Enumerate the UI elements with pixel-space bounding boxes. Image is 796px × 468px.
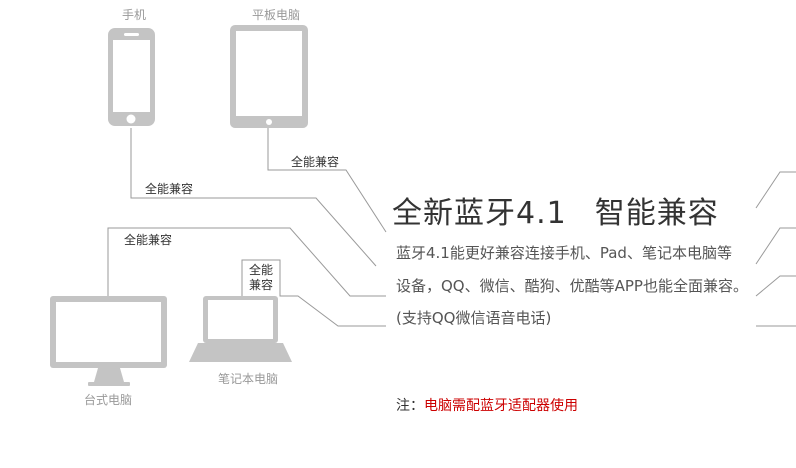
laptop-label: 笔记本电脑 <box>218 372 279 386</box>
description-line-3: (支持QQ微信语音电话) <box>396 309 552 327</box>
phone-label: 手机 <box>122 8 147 22</box>
desktop-icon <box>50 296 167 386</box>
description-line-2: 设备，QQ、微信、酷狗、优酷等APP也能全面兼容。 <box>396 277 748 295</box>
laptop-icon <box>189 296 292 362</box>
headline: 全新蓝牙4.1 智能兼容 <box>392 188 719 232</box>
laptop-compat-label-2: 兼容 <box>249 278 274 292</box>
tablet-compat-label: 全能兼容 <box>291 155 340 169</box>
desktop-label: 台式电脑 <box>84 393 133 407</box>
laptop-connector <box>241 259 386 327</box>
desktop-connector <box>107 227 386 297</box>
note-prefix: 注： <box>396 398 424 414</box>
tablet-label: 平板电脑 <box>252 8 301 22</box>
phone-connector <box>130 128 377 267</box>
tablet-icon <box>230 25 308 128</box>
right-connector-top <box>755 171 796 209</box>
right-connector-mid2 <box>755 275 796 297</box>
tablet-connector <box>267 128 387 233</box>
laptop-compat-label-1: 全能 <box>249 263 274 277</box>
phone-compat-label: 全能兼容 <box>145 182 194 196</box>
headline-part1: 全新蓝牙4.1 <box>392 196 567 231</box>
phone-icon <box>108 28 155 126</box>
note-text: 电脑需配蓝牙适配器使用 <box>424 398 578 414</box>
headline-part2: 智能兼容 <box>594 196 719 231</box>
right-connector-mid <box>755 227 796 265</box>
description-line-1: 蓝牙4.1能更好兼容连接手机、Pad、笔记本电脑等 <box>396 244 732 262</box>
adapter-note: 注：电脑需配蓝牙适配器使用 <box>396 395 578 415</box>
desktop-compat-label: 全能兼容 <box>124 233 173 247</box>
